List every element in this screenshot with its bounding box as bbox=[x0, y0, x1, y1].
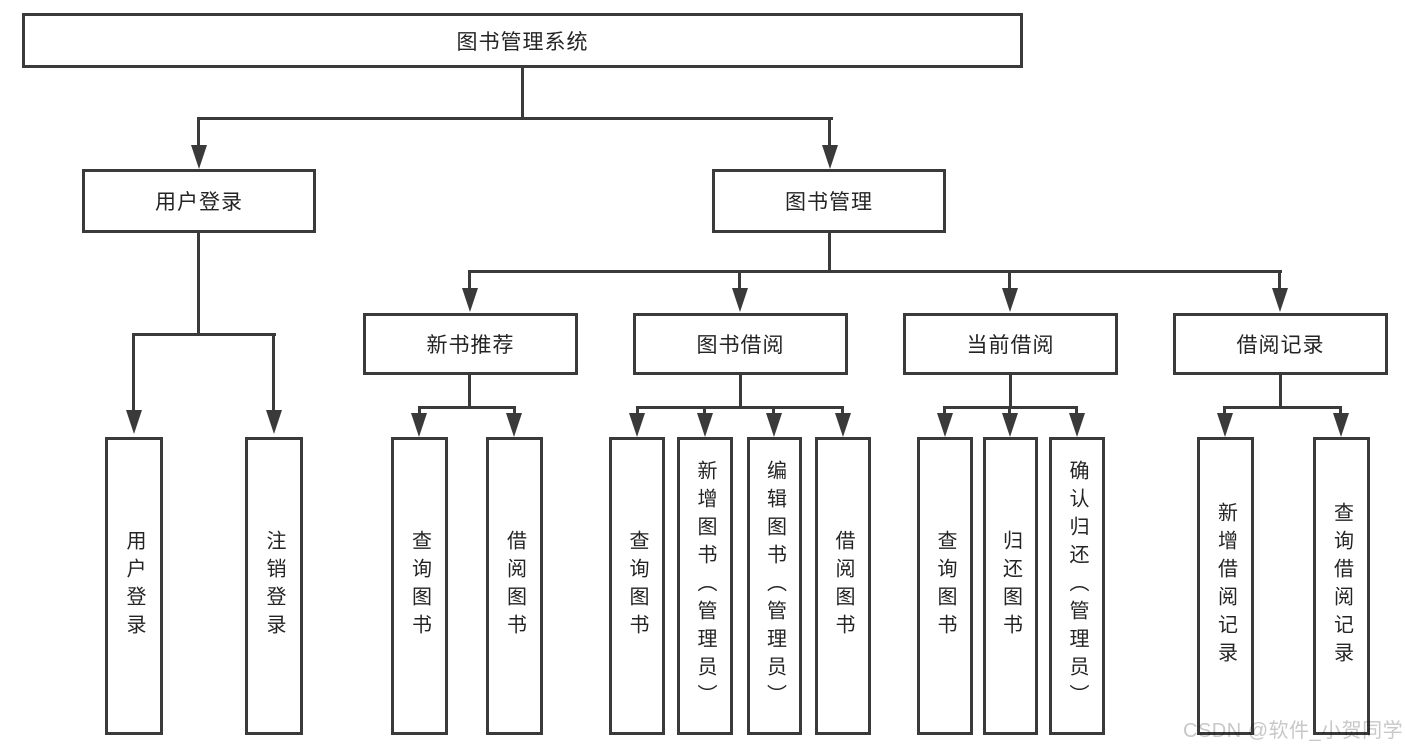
node-new-book-recommend: 新书推荐 bbox=[363, 313, 578, 375]
leaf-label: 新增图书（管理员） bbox=[694, 460, 716, 712]
leaf-label: 编辑图书（管理员） bbox=[763, 460, 786, 712]
connector-rail bbox=[132, 333, 276, 336]
csdn-watermark: CSDN @软件_小贺同学 bbox=[1183, 720, 1404, 742]
leaf-add-books-admin: 新增图书（管理员） bbox=[677, 437, 733, 735]
node-root: 图书管理系统 bbox=[22, 13, 1023, 68]
connector-stem bbox=[739, 375, 742, 408]
leaf-label: 新增借阅记录 bbox=[1214, 502, 1237, 670]
leaf-label: 用户登录 bbox=[123, 530, 145, 642]
arrowhead-down bbox=[822, 145, 838, 169]
connector-stem bbox=[1075, 406, 1078, 416]
connector-rail bbox=[418, 406, 516, 409]
arrowhead-down bbox=[1333, 413, 1349, 437]
leaf-logout: 注销登录 bbox=[245, 437, 303, 735]
leaf-label: 确认归还（管理员） bbox=[1066, 460, 1088, 712]
connector-stem bbox=[513, 406, 516, 416]
leaf-confirm-return-admin: 确认归还（管理员） bbox=[1049, 437, 1105, 735]
leaf-query-books-recommend: 查询图书 bbox=[391, 437, 448, 735]
leaf-label: 借阅图书 bbox=[503, 530, 526, 642]
arrowhead-down bbox=[1272, 288, 1288, 312]
arrowhead-down bbox=[462, 288, 478, 312]
arrowhead-down bbox=[629, 413, 645, 437]
arrowhead-down bbox=[1069, 413, 1085, 437]
connector-rail bbox=[469, 270, 1282, 273]
connector-stem bbox=[197, 233, 200, 336]
leaf-label: 归还图书 bbox=[999, 530, 1022, 642]
leaf-label: 查询图书 bbox=[934, 530, 956, 642]
connector-stem bbox=[738, 270, 741, 290]
arrowhead-down bbox=[1002, 288, 1018, 312]
arrowhead-down bbox=[126, 410, 142, 434]
node-user-login: 用户登录 bbox=[82, 169, 316, 233]
connector-stem bbox=[828, 233, 831, 273]
arrowhead-down bbox=[1217, 413, 1233, 437]
node-book-borrow: 图书借阅 bbox=[633, 313, 848, 375]
connector-stem bbox=[772, 406, 775, 416]
arrowhead-down bbox=[835, 413, 851, 437]
arrowhead-down bbox=[411, 413, 427, 437]
connector-rail bbox=[944, 406, 1078, 409]
connector-stem bbox=[703, 406, 706, 416]
connector-rail bbox=[636, 406, 844, 409]
leaf-label: 查询图书 bbox=[626, 530, 648, 642]
arrowhead-down bbox=[937, 413, 953, 437]
connector-stem bbox=[418, 406, 421, 416]
node-current-borrow: 当前借阅 bbox=[903, 313, 1118, 375]
leaf-return-books: 归还图书 bbox=[983, 437, 1038, 735]
connector-stem bbox=[1223, 406, 1226, 416]
leaf-query-books-borrow: 查询图书 bbox=[609, 437, 665, 735]
connector-stem bbox=[132, 333, 135, 412]
arrowhead-down bbox=[506, 413, 522, 437]
connector-stem bbox=[1278, 270, 1281, 290]
node-book-management: 图书管理 bbox=[712, 169, 946, 233]
connector-stem bbox=[1279, 375, 1282, 408]
connector-stem bbox=[521, 68, 524, 120]
connector-stem bbox=[943, 406, 946, 416]
leaf-query-borrow-record: 查询借阅记录 bbox=[1313, 437, 1370, 735]
leaf-label: 查询借阅记录 bbox=[1330, 502, 1353, 670]
arrowhead-down bbox=[766, 413, 782, 437]
arrowhead-down bbox=[697, 413, 713, 437]
connector-rail bbox=[1224, 406, 1342, 409]
connector-stem bbox=[1008, 270, 1011, 290]
arrowhead-down bbox=[1002, 413, 1018, 437]
leaf-edit-books-admin: 编辑图书（管理员） bbox=[747, 437, 802, 735]
connector-stem bbox=[1339, 406, 1342, 416]
arrowhead-down bbox=[191, 145, 207, 169]
connector-stem bbox=[841, 406, 844, 416]
connector-rail bbox=[197, 117, 833, 120]
leaf-user-login: 用户登录 bbox=[105, 437, 163, 735]
leaf-borrow-books-recommend: 借阅图书 bbox=[486, 437, 543, 735]
arrowhead-down bbox=[266, 410, 282, 434]
node-borrow-records: 借阅记录 bbox=[1173, 313, 1388, 375]
connector-stem bbox=[828, 117, 831, 147]
connector-stem bbox=[1009, 375, 1012, 408]
connector-stem bbox=[636, 406, 639, 416]
connector-stem bbox=[197, 117, 200, 147]
leaf-add-borrow-record: 新增借阅记录 bbox=[1197, 437, 1254, 735]
leaf-label: 注销登录 bbox=[263, 530, 285, 642]
connector-stem bbox=[468, 375, 471, 408]
leaf-borrow-books: 借阅图书 bbox=[815, 437, 871, 735]
leaf-query-books-current: 查询图书 bbox=[917, 437, 973, 735]
connector-stem bbox=[468, 270, 471, 290]
leaf-label: 借阅图书 bbox=[832, 530, 854, 642]
arrowhead-down bbox=[732, 288, 748, 312]
leaf-label: 查询图书 bbox=[408, 530, 431, 642]
connector-stem bbox=[1008, 406, 1011, 416]
connector-stem bbox=[272, 333, 275, 412]
